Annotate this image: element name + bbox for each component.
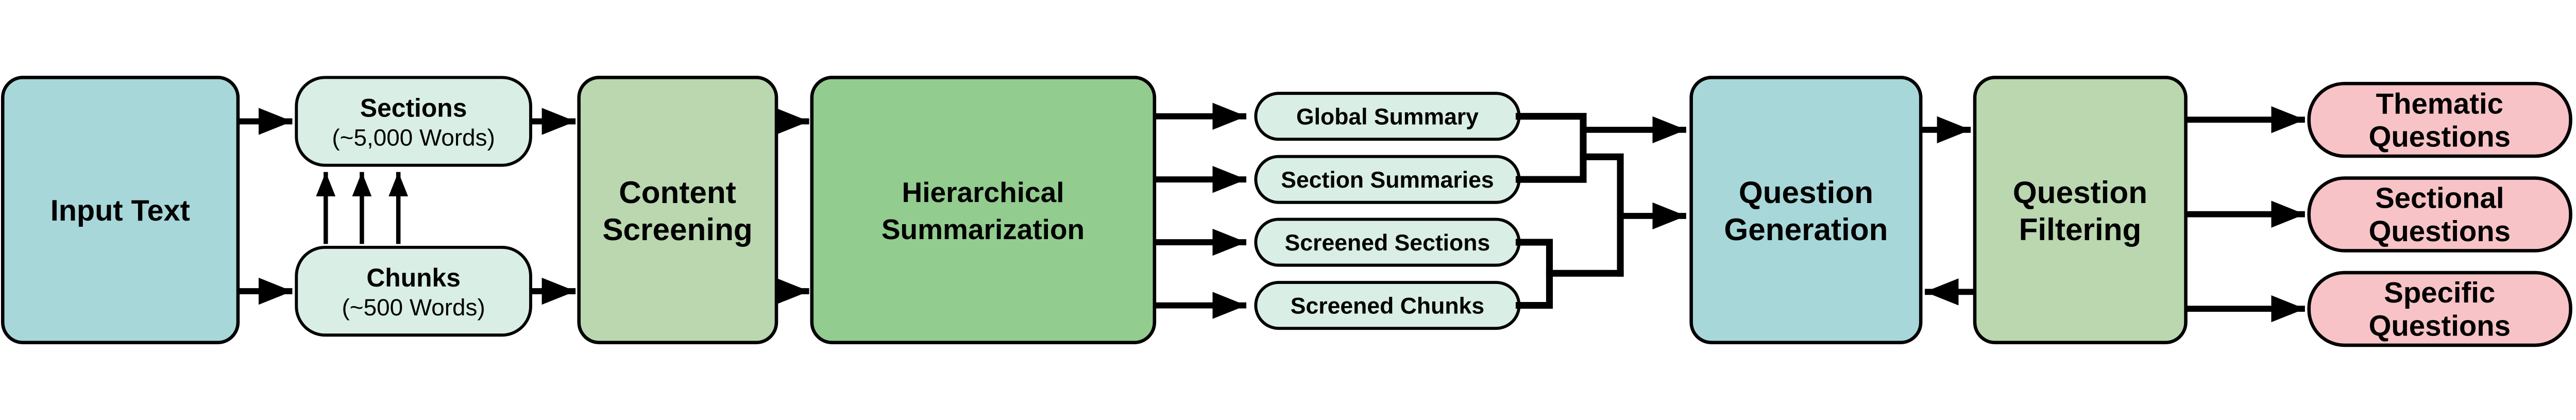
thematic-questions-label-line2: Questions	[2369, 120, 2511, 153]
node-hierarchical-summarization: Hierarchical Summarization	[810, 76, 1157, 344]
question-generation-label-line1: Question	[1739, 175, 1873, 210]
node-screened-chunks: Screened Chunks	[1254, 281, 1521, 330]
node-input-text: Input Text	[1, 76, 240, 344]
chunks-label-line2: (~500 Words)	[342, 294, 485, 321]
connector-summaries-merge	[1515, 113, 1587, 183]
connector-summaries-branch-down	[1580, 153, 1624, 277]
node-question-generation: Question Generation	[1689, 76, 1923, 344]
specific-questions-label-line2: Questions	[2369, 309, 2511, 342]
sections-label-line1: Sections	[360, 93, 467, 122]
thematic-questions-label-line1: Thematic	[2376, 87, 2503, 120]
node-section-summaries: Section Summaries	[1254, 155, 1521, 204]
question-generation-label-line2: Generation	[1724, 212, 1888, 247]
question-filtering-label-line1: Question	[2013, 175, 2147, 210]
question-generation-box	[1689, 76, 1923, 344]
question-filtering-label-line2: Filtering	[2019, 212, 2142, 247]
hierarchical-summarization-box	[810, 76, 1157, 344]
input-text-label: Input Text	[50, 194, 190, 227]
thematic-questions-box	[2307, 81, 2572, 158]
content-screening-label-line1: Content	[619, 175, 736, 210]
specific-questions-label-line1: Specific	[2384, 276, 2495, 309]
node-content-screening: Content Screening	[577, 76, 778, 344]
node-specific-questions: Specific Questions	[2307, 271, 2572, 347]
content-screening-label-line2: Screening	[602, 212, 752, 247]
hierarchical-summarization-label-line2: Summarization	[882, 213, 1084, 245]
node-chunks: Chunks (~500 Words)	[295, 245, 532, 337]
section-summaries-label: Section Summaries	[1281, 167, 1494, 193]
sections-label-line2: (~5,000 Words)	[332, 124, 495, 150]
node-screened-sections: Screened Sections	[1254, 217, 1521, 267]
node-global-summary: Global Summary	[1254, 92, 1521, 141]
content-screening-box	[577, 76, 778, 344]
screened-sections-label: Screened Sections	[1285, 230, 1490, 256]
screened-chunks-label: Screened Chunks	[1291, 293, 1484, 318]
input-text-box	[1, 76, 240, 344]
specific-questions-box	[2307, 271, 2572, 347]
node-thematic-questions: Thematic Questions	[2307, 81, 2572, 158]
sectional-questions-label-line2: Questions	[2369, 215, 2511, 247]
node-sectional-questions: Sectional Questions	[2307, 176, 2572, 253]
global-summary-label: Global Summary	[1296, 104, 1479, 129]
sectional-questions-box	[2307, 176, 2572, 253]
chunks-label-line1: Chunks	[366, 263, 461, 292]
hierarchical-summarization-label-line1: Hierarchical	[902, 176, 1064, 208]
node-question-filtering: Question Filtering	[1973, 76, 2188, 344]
question-filtering-box	[1973, 76, 2188, 344]
sectional-questions-label-line1: Sectional	[2375, 182, 2504, 214]
node-sections: Sections (~5,000 Words)	[295, 76, 532, 167]
connector-screened-merge	[1515, 239, 1553, 309]
